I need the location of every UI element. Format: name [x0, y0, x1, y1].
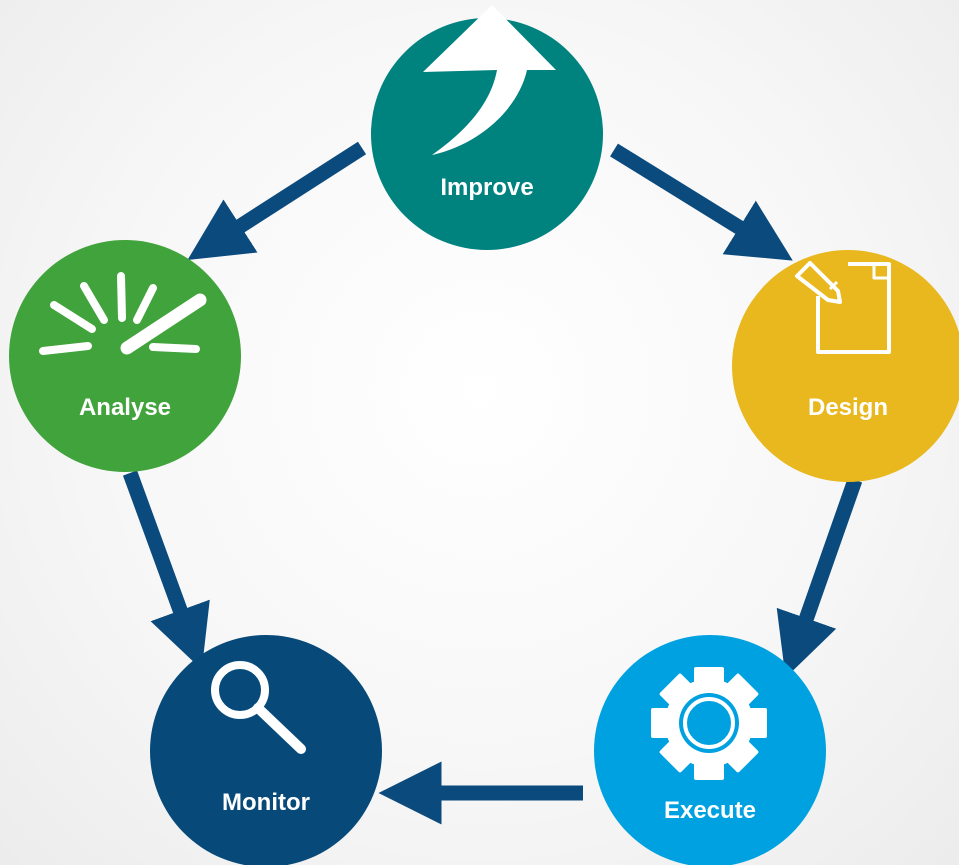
node-label-analyse: Analyse	[79, 394, 171, 421]
node-circle-monitor	[150, 635, 382, 865]
arrow-design-to-execute	[776, 477, 863, 678]
gear-icon	[651, 667, 767, 780]
gauge-icon	[39, 272, 207, 355]
node-improve: Improve	[371, 5, 603, 250]
magnifier-icon	[211, 661, 306, 754]
arrows-group	[122, 141, 863, 825]
node-label-monitor: Monitor	[222, 789, 310, 816]
arrow-improve-to-design	[610, 143, 793, 261]
node-circle-improve	[371, 18, 603, 250]
node-label-design: Design	[808, 394, 888, 421]
node-label-execute: Execute	[664, 797, 756, 824]
node-execute: Execute	[594, 635, 826, 865]
node-design: Design	[732, 250, 959, 482]
node-circle-design	[732, 250, 959, 482]
arrow-up-icon	[423, 5, 556, 155]
node-circle-analyse	[9, 240, 241, 472]
arrow-analyse-to-improve	[187, 141, 367, 261]
arrow-monitor-to-analyse	[122, 470, 210, 670]
node-monitor: Monitor	[150, 635, 382, 865]
node-label-improve: Improve	[440, 174, 533, 201]
node-analyse: Analyse	[9, 240, 241, 472]
document-edit-icon	[795, 261, 891, 354]
